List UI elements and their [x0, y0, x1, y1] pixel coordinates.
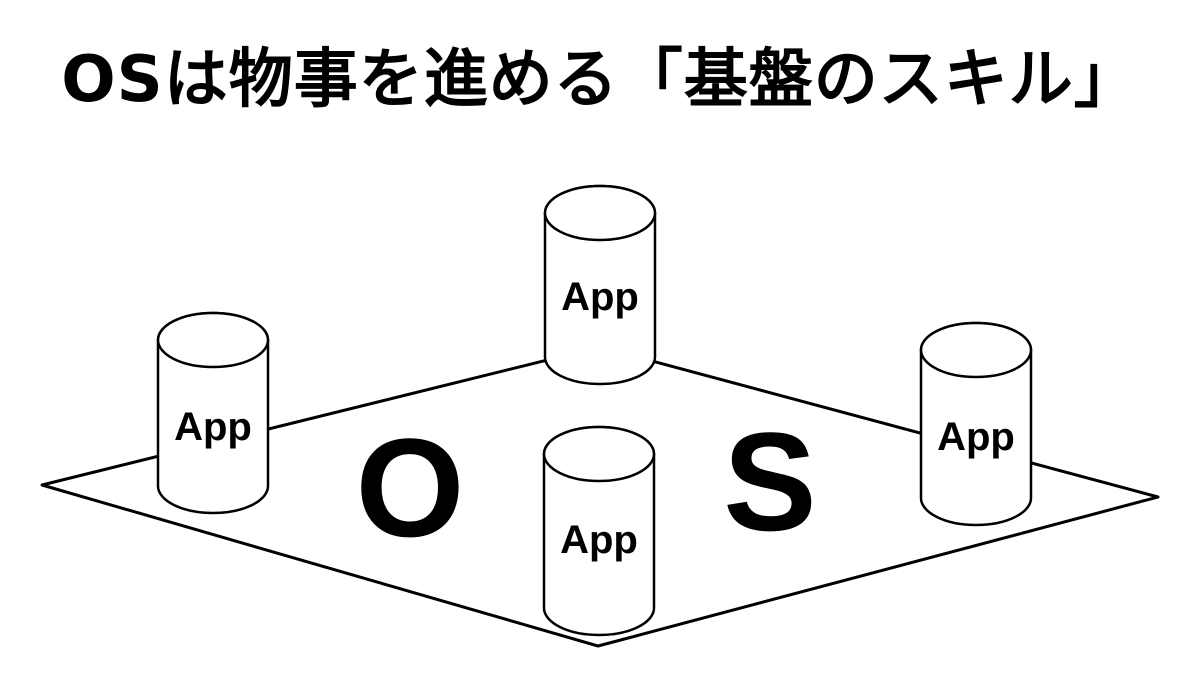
app-label: App [937, 415, 1015, 459]
app-cylinder-left: App [156, 311, 270, 515]
app-cylinder-bottom: App [542, 425, 656, 637]
os-letter-o: O [356, 409, 465, 566]
app-label: App [561, 275, 639, 319]
os-letter-s: S [723, 403, 816, 560]
page-title: OSは物事を進める「基盤のスキル」 [61, 43, 1139, 117]
app-cylinder-right: App [919, 321, 1033, 527]
app-label: App [174, 405, 252, 449]
app-label: App [560, 518, 638, 562]
app-cylinder-top: App [543, 184, 657, 386]
